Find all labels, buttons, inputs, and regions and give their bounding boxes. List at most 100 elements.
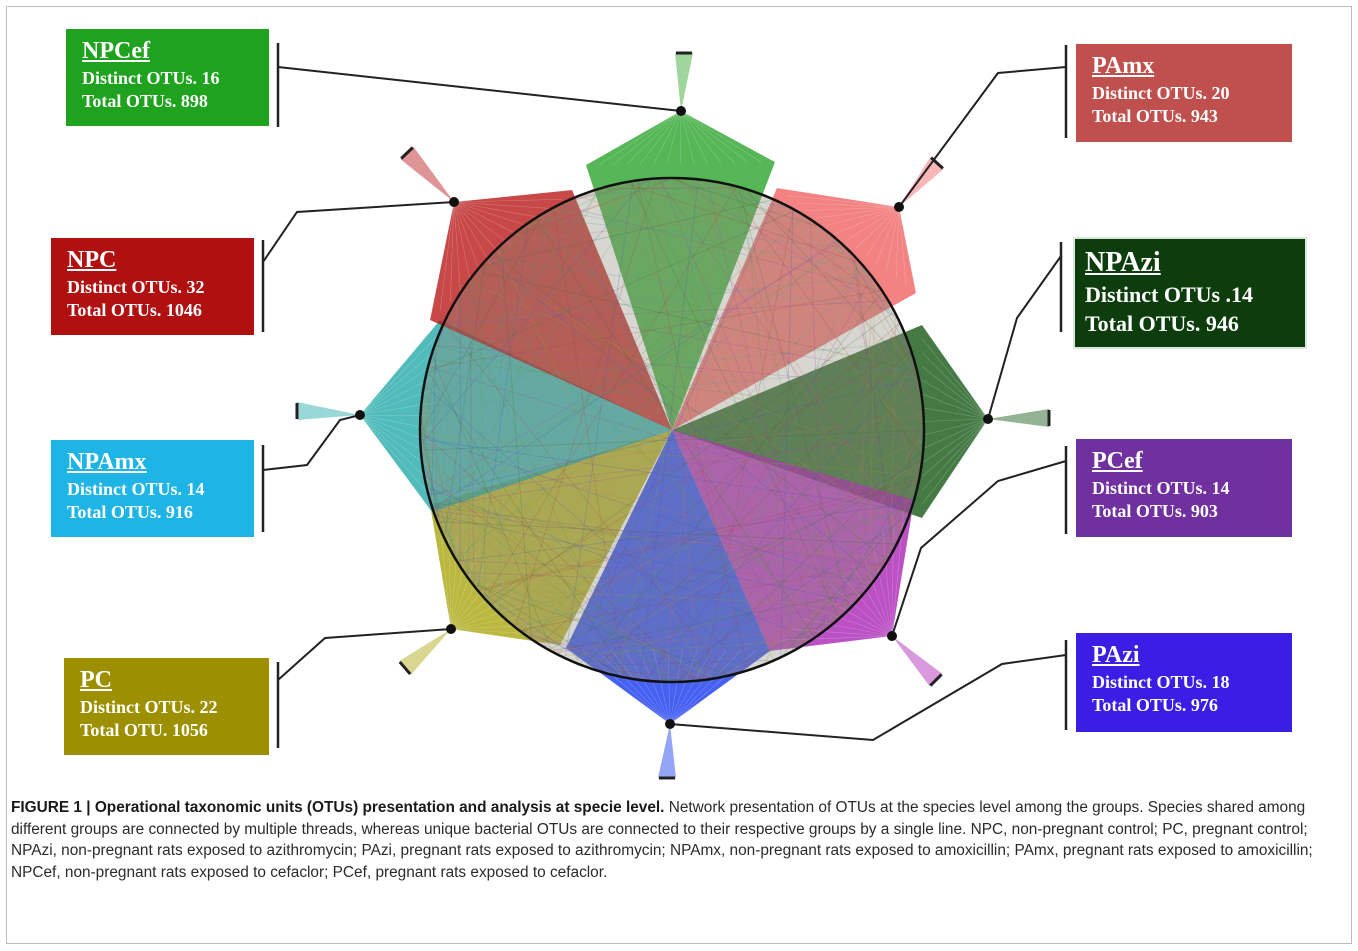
fan-thread-npcef — [639, 110, 682, 165]
shared-thread — [457, 217, 540, 302]
shared-thread — [444, 264, 486, 535]
shared-thread — [421, 434, 918, 476]
fan-thread-npazi — [921, 418, 989, 436]
shared-thread — [617, 184, 722, 675]
shared-thread — [573, 180, 653, 201]
fan-pamx — [672, 188, 916, 430]
shared-thread — [422, 366, 914, 408]
fan-thread-pc — [448, 524, 452, 630]
shared-thread — [553, 209, 625, 676]
shared-thread — [433, 506, 441, 524]
fan-pc — [430, 430, 672, 645]
shared-thread — [661, 516, 907, 681]
group-name: NPAzi — [1085, 247, 1161, 278]
fan-thread-npcef — [680, 110, 776, 163]
distinct-otus: Distinct OTUs. 20 — [1092, 83, 1230, 103]
shared-thread — [764, 361, 913, 663]
fan-pcef — [672, 430, 914, 651]
shared-thread — [677, 179, 895, 317]
leader-line — [987, 255, 1062, 420]
unique-fan-pazi — [658, 724, 676, 778]
fan-thread-npamx — [359, 414, 433, 499]
fan-thread-npc — [453, 201, 492, 265]
fan-thread-pcef — [790, 629, 893, 637]
shared-thread — [807, 220, 923, 423]
shared-thread — [488, 259, 892, 311]
shared-thread — [819, 228, 919, 476]
fan-thread-npc — [453, 201, 512, 246]
shared-thread — [567, 188, 606, 204]
fan-thread-npazi — [921, 418, 989, 519]
node-npazi — [983, 414, 993, 424]
shared-thread — [425, 342, 907, 387]
unique-bar-npc — [400, 146, 414, 160]
shared-thread — [479, 270, 486, 597]
group-name: NPAmx — [67, 449, 147, 475]
shared-thread — [426, 299, 460, 479]
group-name: PC — [80, 667, 112, 693]
shared-thread — [829, 559, 886, 625]
distinct-otus: Distinct OTUs. 32 — [67, 277, 205, 297]
fan-thread-pcef — [882, 532, 893, 637]
shared-thread — [543, 644, 547, 647]
shared-thread — [421, 216, 542, 433]
shared-thread — [430, 347, 437, 498]
fan-thread-npazi — [921, 393, 989, 420]
shared-thread — [536, 219, 815, 637]
fan-thread-npazi — [921, 418, 989, 505]
shared-thread — [883, 415, 923, 564]
fan-thread-pcef — [891, 521, 894, 637]
shared-thread — [673, 179, 817, 227]
shared-thread — [421, 435, 868, 587]
total-otus: Total OTUs. 898 — [82, 91, 208, 111]
shared-thread — [479, 588, 851, 606]
shared-thread — [553, 209, 810, 640]
shared-thread — [427, 484, 671, 681]
fan-thread-npc — [453, 201, 481, 274]
fan-thread-pcef — [831, 586, 893, 637]
fan-thread-pc — [450, 544, 468, 630]
fan-thread-pcef — [780, 635, 893, 641]
node-pamx — [894, 202, 904, 212]
fan-thread-pamx — [895, 206, 900, 279]
shared-thread — [421, 181, 645, 443]
shared-thread — [554, 592, 862, 651]
shared-thread — [475, 584, 727, 675]
fan-npcef — [586, 111, 775, 430]
shared-thread — [436, 344, 919, 388]
shared-thread — [888, 533, 900, 555]
shared-thread — [522, 630, 526, 633]
group-name: PAmx — [1092, 53, 1155, 79]
shared-thread — [422, 414, 469, 575]
shared-thread — [424, 395, 684, 681]
shared-thread — [438, 301, 458, 521]
otu-network-diagram — [261, 43, 1068, 780]
shared-thread — [432, 357, 552, 649]
shared-otu-threads — [421, 179, 923, 681]
fan-thread-pazi — [594, 648, 671, 725]
group-box-pazi: PAzi Distinct OTUs. 18 Total OTUs. 976 — [1076, 633, 1292, 732]
shared-thread — [678, 450, 922, 681]
shared-thread — [681, 179, 922, 444]
total-otus: Total OTUs. 946 — [1085, 311, 1239, 336]
fan-thread-npazi — [921, 418, 989, 464]
leader-line — [277, 628, 452, 681]
fan-thread-pamx — [836, 206, 900, 234]
shared-thread — [696, 180, 889, 556]
fan-thread-pc — [429, 504, 452, 630]
shared-thread — [422, 453, 672, 681]
shared-thread — [458, 503, 911, 562]
fan-thread-pamx — [866, 206, 900, 256]
fan-thread-pazi — [669, 650, 727, 725]
shared-thread — [861, 266, 910, 350]
shared-thread — [515, 624, 561, 655]
fan-thread-npazi — [921, 418, 989, 422]
shared-thread — [498, 249, 704, 679]
shared-thread — [742, 190, 793, 650]
fan-thread-pazi — [580, 647, 671, 725]
leader-line — [891, 460, 1067, 637]
shared-thread — [572, 463, 920, 660]
shared-thread — [554, 208, 866, 272]
shared-thread — [826, 552, 891, 627]
shared-thread — [637, 182, 748, 669]
